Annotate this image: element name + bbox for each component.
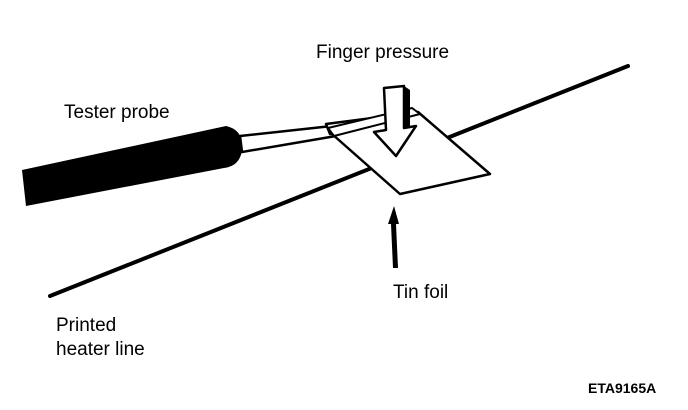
tin-foil-leader-arrow xyxy=(388,206,399,268)
printed-heater-line-label: Printed heater line xyxy=(56,314,145,362)
finger-pressure-label: Finger pressure xyxy=(316,42,450,63)
tester-probe-label: Tester probe xyxy=(64,102,170,123)
printed-heater-line xyxy=(48,64,630,298)
printed-heater-line-label-line2: heater line xyxy=(56,339,145,360)
figure-code: ETA9165A xyxy=(588,380,657,396)
probe-handle xyxy=(22,126,243,206)
probe-shaft xyxy=(238,124,338,154)
finger-pressure-arrow-side xyxy=(404,86,410,128)
tin-foil-label: Tin foil xyxy=(393,282,449,303)
printed-heater-line-label-line1: Printed xyxy=(56,315,117,336)
